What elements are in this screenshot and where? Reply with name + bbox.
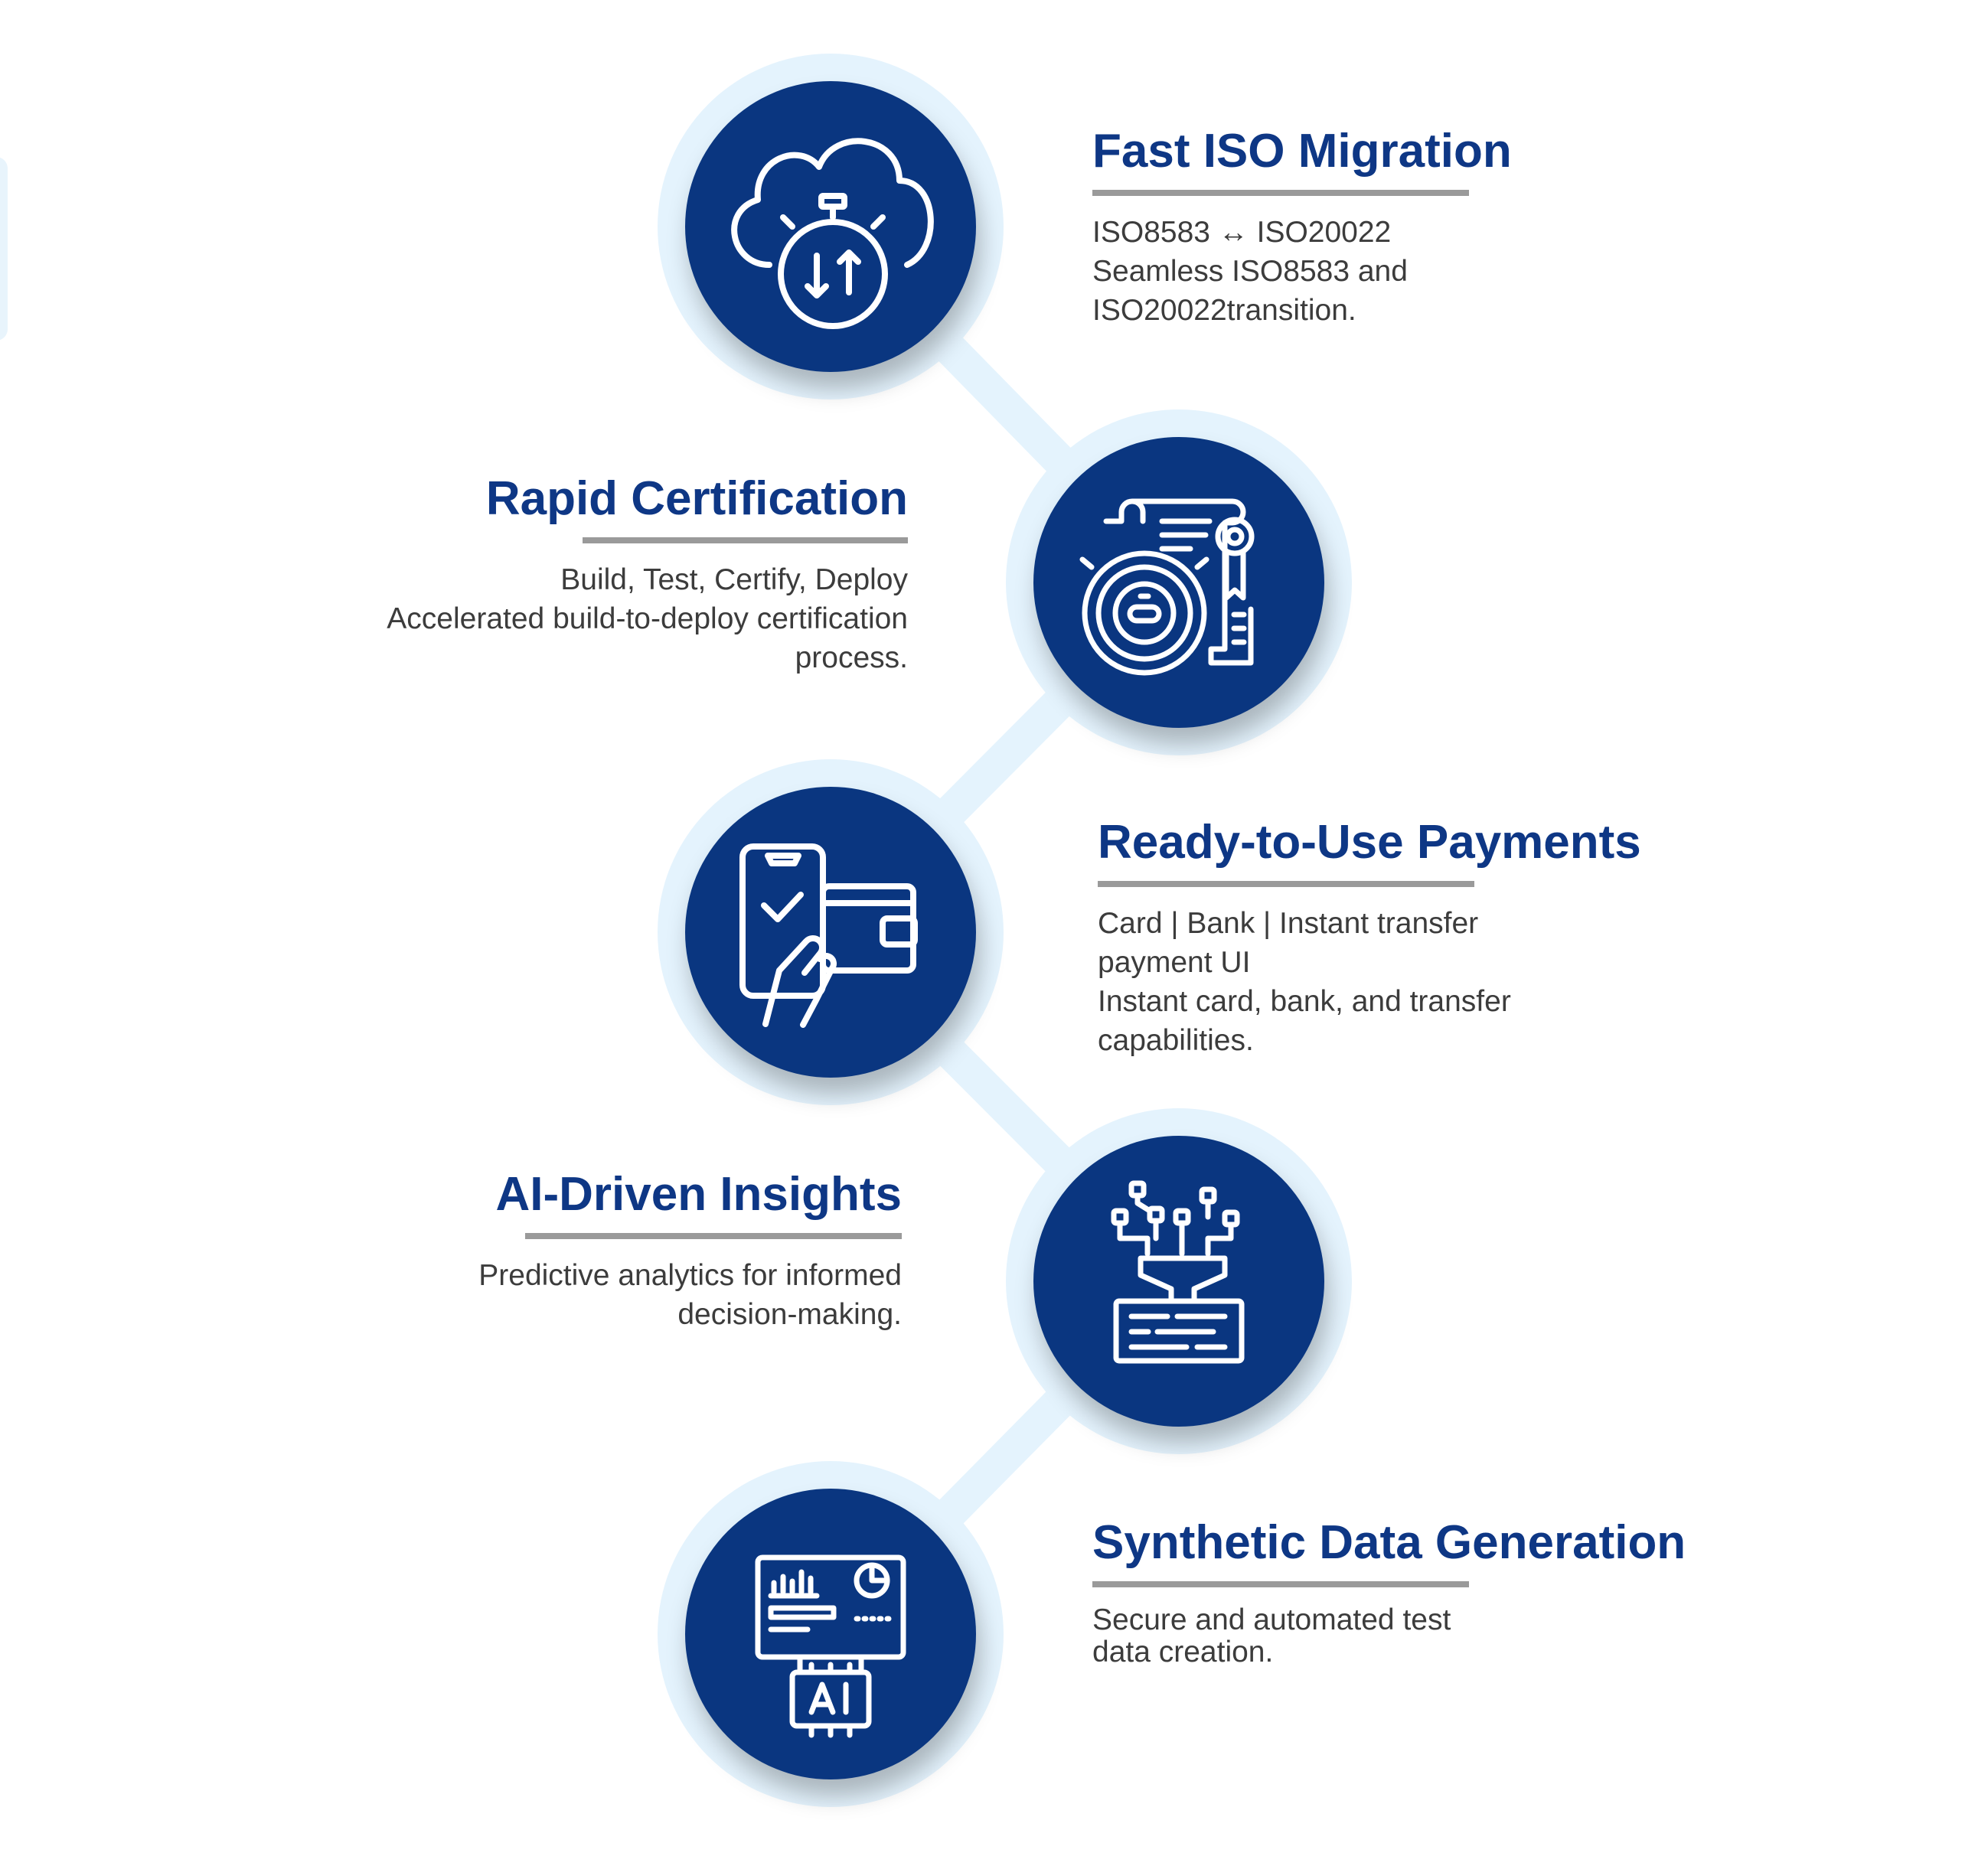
- data-network-icon: [1111, 1180, 1245, 1364]
- description-line: Instant card, bank, and transfer: [1098, 985, 1511, 1018]
- item-rapid-certification: Rapid Certification Build, Test, Certify…: [291, 470, 908, 677]
- node-ready-to-use-payments: [685, 787, 976, 1078]
- cloud-stopwatch-icon: [731, 138, 934, 329]
- title-underline: [1098, 881, 1474, 887]
- description-line: capabilities.: [1098, 1024, 1254, 1057]
- description-line: decision-making.: [677, 1298, 902, 1331]
- title-underline: [1092, 190, 1469, 196]
- title-underline: [525, 1233, 902, 1239]
- item-synthetic-data-generation: Synthetic Data Generation Secure and aut…: [1092, 1514, 1686, 1668]
- item-title: Synthetic Data Generation: [1092, 1516, 1686, 1569]
- item-ready-to-use-payments: Ready-to-Use Payments Card | Bank | Inst…: [1098, 814, 1641, 1060]
- item-title: Fast ISO Migration: [1092, 125, 1512, 178]
- item-description: Card | Bank | Instant transfer payment UI…: [1098, 904, 1641, 1060]
- description-line: Secure and automated test: [1092, 1603, 1451, 1636]
- item-title: Ready-to-Use Payments: [1098, 816, 1641, 869]
- item-title: AI-Driven Insights: [495, 1168, 902, 1221]
- side-tab: [0, 157, 8, 341]
- node-rapid-certification: [1033, 437, 1324, 728]
- description-line: Build, Test, Certify, Deploy: [560, 563, 908, 596]
- node-synthetic-data-generation: [685, 1489, 976, 1779]
- description-line: ISO8583 ↔ ISO20022: [1092, 216, 1392, 249]
- item-ai-driven-insights: AI-Driven Insights Predictive analytics …: [306, 1166, 902, 1334]
- description-line: process.: [795, 641, 908, 674]
- item-title: Rapid Certification: [485, 472, 908, 525]
- certificate-stopwatch-icon: [1079, 498, 1255, 676]
- description-line: data creation.: [1092, 1636, 1274, 1668]
- ai-dashboard-icon: [755, 1554, 906, 1738]
- description-line: Predictive analytics for informed: [478, 1259, 902, 1292]
- description-line: Accelerated build-to-deploy certificatio…: [387, 602, 908, 635]
- node-fast-iso-migration: [685, 81, 976, 372]
- description-line: ISO20022transition.: [1092, 294, 1356, 327]
- description-line: Seamless ISO8583 and: [1092, 255, 1408, 288]
- description-line: Card | Bank | Instant transfer: [1098, 907, 1479, 940]
- node-ai-driven-insights: [1033, 1136, 1324, 1427]
- mobile-payment-icon: [739, 843, 918, 1028]
- title-underline: [1092, 1581, 1469, 1587]
- description-line: payment UI: [1098, 946, 1251, 979]
- item-description: Predictive analytics for informed decisio…: [306, 1256, 902, 1334]
- title-underline: [583, 537, 908, 543]
